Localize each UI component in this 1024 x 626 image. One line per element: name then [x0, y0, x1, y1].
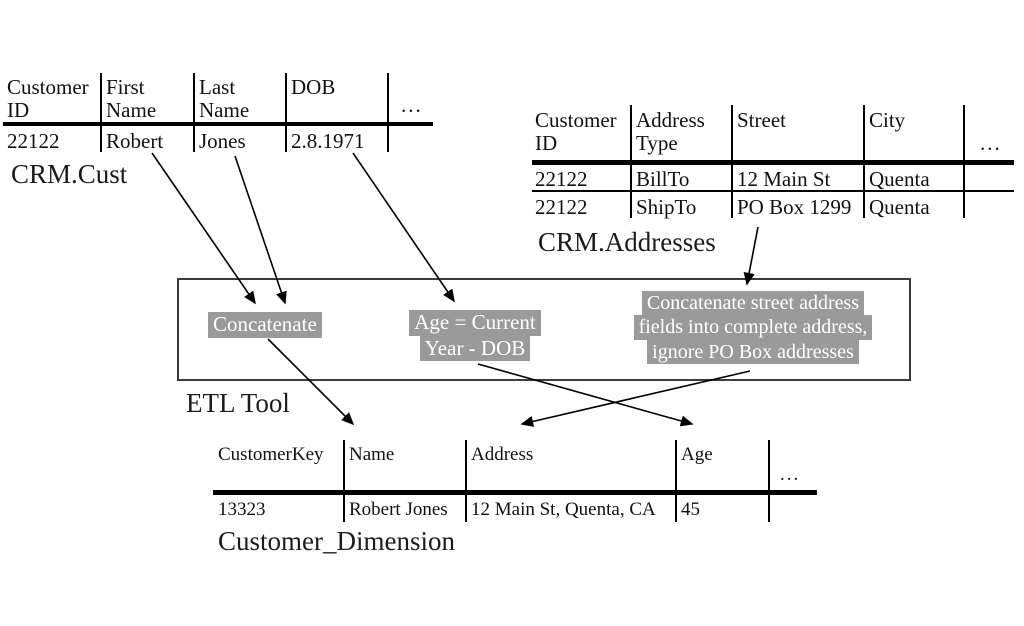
cell: 2.8.1971: [291, 129, 365, 153]
customer-dimension-table: CustomerKey Name Address Age ... 13323 R…: [213, 440, 817, 522]
customer-dimension-label: Customer_Dimension: [218, 526, 455, 556]
cell: Quenta: [869, 167, 930, 191]
arrow-street-to-address-transform: [743, 226, 759, 286]
column-divider: [387, 73, 389, 152]
transform-age-calculation: Age = Current Year - DOB: [405, 310, 545, 362]
header-rule: [3, 122, 433, 126]
column-header: Street: [737, 108, 786, 132]
column-divider: [675, 440, 677, 522]
column-divider: [100, 73, 102, 152]
column-header: Last Name: [199, 75, 250, 122]
highlighted-text: Age = Current: [409, 310, 541, 336]
header-rule: [532, 160, 1014, 165]
etl-tool-label: ETL Tool: [186, 388, 290, 418]
more-columns-ellipsis: ...: [780, 464, 801, 485]
cell: Jones: [199, 129, 246, 153]
transform-address-concatenation: Concatenate street address fields into c…: [619, 291, 887, 365]
more-columns-ellipsis: ...: [401, 93, 423, 117]
column-divider: [465, 440, 467, 522]
cell: 22122: [535, 195, 588, 219]
column-header: Customer ID: [7, 75, 89, 122]
column-divider: [193, 73, 195, 152]
cell: 13323: [218, 499, 266, 520]
cell: BillTo: [636, 167, 690, 191]
more-columns-ellipsis: ...: [980, 131, 1002, 155]
etl-tool-box: Concatenate Age = Current Year - DOB Con…: [177, 278, 911, 381]
cell: ShipTo: [636, 195, 697, 219]
cell: PO Box 1299: [737, 195, 852, 219]
cell: Robert: [106, 129, 164, 153]
cell: Robert Jones: [349, 499, 448, 520]
highlighted-text: fields into complete address,: [633, 315, 873, 340]
column-header: Name: [349, 444, 395, 465]
column-header: DOB: [291, 75, 336, 99]
crm-addresses-label: CRM.Addresses: [538, 227, 716, 257]
crm-cust-label: CRM.Cust: [11, 159, 128, 189]
crm-addresses-table: Customer ID Address Type Street City ...…: [532, 105, 1014, 218]
column-header: Customer ID: [535, 108, 617, 155]
highlighted-text: Year - DOB: [419, 335, 531, 362]
cell: 12 Main St: [737, 167, 831, 191]
column-header: First Name: [106, 75, 157, 122]
highlighted-text: Concatenate: [208, 312, 322, 338]
cell: 45: [681, 499, 700, 520]
column-divider: [768, 440, 770, 522]
column-header: Age: [681, 444, 713, 465]
cell: 22122: [7, 129, 60, 153]
highlighted-text: Concatenate street address: [641, 291, 865, 316]
column-header: Address: [471, 444, 534, 465]
crm-cust-table: Customer ID First Name Last Name DOB ...…: [3, 73, 433, 152]
column-divider: [285, 73, 287, 152]
column-divider: [343, 440, 345, 522]
cell: 12 Main St, Quenta, CA: [471, 499, 656, 520]
cell: Quenta: [869, 195, 930, 219]
column-header: Address Type: [636, 108, 705, 155]
row-divider: [532, 190, 1014, 192]
column-header: City: [869, 108, 906, 132]
column-header: CustomerKey: [218, 444, 324, 465]
cell: 22122: [535, 167, 588, 191]
header-rule: [213, 490, 817, 495]
transform-concatenate-name: Concatenate: [208, 312, 322, 338]
highlighted-text: ignore PO Box addresses: [647, 339, 859, 365]
